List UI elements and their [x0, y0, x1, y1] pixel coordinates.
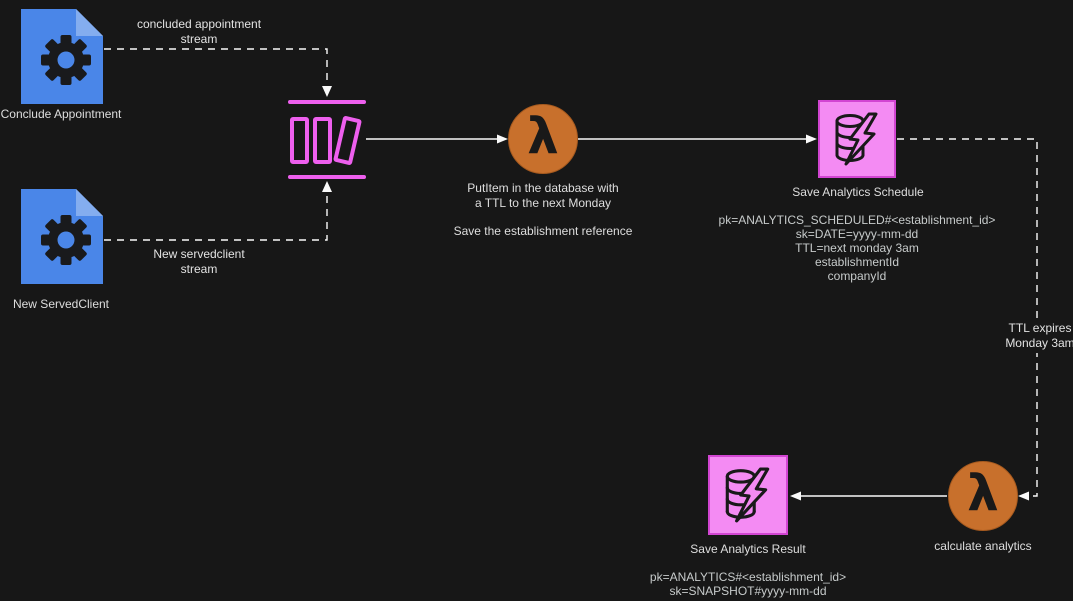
putitem-caption-line2: a TTL to the next Monday — [474, 196, 612, 210]
arrowhead-right-icon — [497, 134, 508, 144]
schedule-attr-establishment: establishmentId — [814, 255, 900, 269]
arrowhead-down-icon — [322, 86, 332, 97]
servedclient-stream-label-line2: stream — [180, 262, 218, 276]
node-putitem-lambda[interactable]: λ — [508, 104, 578, 174]
concluded-stream-label-line1: concluded appointment — [136, 17, 262, 31]
document-gear-icon — [21, 9, 103, 104]
save-analytics-result-label: Save Analytics Result — [690, 542, 806, 556]
arrowhead-right-icon — [806, 134, 817, 144]
arrowhead-left-icon — [1018, 491, 1029, 501]
arrowhead-up-icon — [322, 181, 332, 192]
queue-message-1 — [290, 117, 309, 164]
schedule-attr-ttl: TTL=next monday 3am — [795, 241, 919, 255]
servedclient-stream-label: New servedclient stream — [119, 247, 279, 277]
calculate-analytics-label: calculate analytics — [934, 539, 1032, 553]
save-analytics-result-attrs: pk=ANALYTICS#<establishment_id> sk=SNAPS… — [608, 570, 888, 598]
node-save-analytics-result[interactable] — [708, 455, 788, 535]
queue-bottom-bar — [288, 175, 366, 179]
document-gear-icon — [21, 189, 103, 284]
node-new-servedclient[interactable] — [20, 188, 104, 285]
node-stream-queue[interactable] — [288, 100, 366, 179]
database-flash-icon — [835, 112, 878, 166]
putitem-lambda-caption2: Save the establishment reference — [453, 224, 633, 238]
lambda-icon: λ — [967, 464, 999, 522]
ttl-expires-label-line2: Monday 3am — [1005, 336, 1073, 350]
schedule-attr-sk: sk=DATE=yyyy-mm-dd — [795, 227, 919, 241]
queue-message-3 — [332, 115, 363, 166]
servedclient-stream-label-line1: New servedclient — [153, 247, 245, 261]
concluded-stream-label-line2: stream — [180, 32, 218, 46]
save-analytics-schedule-label: Save Analytics Schedule — [792, 185, 924, 199]
edge-ttl-expiry — [897, 138, 1038, 497]
result-attr-sk: sk=SNAPSHOT#yyyy-mm-dd — [669, 584, 827, 598]
node-save-analytics-schedule[interactable] — [818, 100, 896, 178]
result-attr-pk: pk=ANALYTICS#<establishment_id> — [649, 570, 847, 584]
queue-message-2 — [313, 117, 332, 164]
schedule-attr-pk: pk=ANALYTICS_SCHEDULED#<establishment_id… — [718, 213, 996, 227]
node-calculate-analytics[interactable]: λ — [948, 461, 1018, 531]
queue-top-bar — [288, 100, 366, 104]
new-servedclient-label: New ServedClient — [12, 297, 110, 311]
ttl-expires-label-line1: TTL expires — [1008, 321, 1072, 335]
node-conclude-appointment[interactable] — [20, 8, 104, 105]
conclude-appointment-label: Conclude Appointment — [0, 107, 122, 121]
putitem-caption-line1: PutItem in the database with — [467, 181, 619, 195]
lambda-icon: λ — [527, 107, 559, 165]
edge-servedclient-stream — [104, 192, 328, 241]
edge-concluded-stream — [104, 48, 328, 86]
concluded-stream-label: concluded appointment stream — [119, 17, 279, 47]
schedule-attr-company: companyId — [827, 269, 887, 283]
queue-icon — [288, 100, 366, 179]
ttl-expires-label: TTL expires Monday 3am — [985, 319, 1073, 353]
arrowhead-left-icon — [790, 491, 801, 501]
database-flash-icon — [725, 467, 770, 523]
putitem-lambda-caption: PutItem in the database with a TTL to th… — [413, 181, 673, 211]
save-analytics-schedule-attrs: pk=ANALYTICS_SCHEDULED#<establishment_id… — [697, 213, 1017, 283]
